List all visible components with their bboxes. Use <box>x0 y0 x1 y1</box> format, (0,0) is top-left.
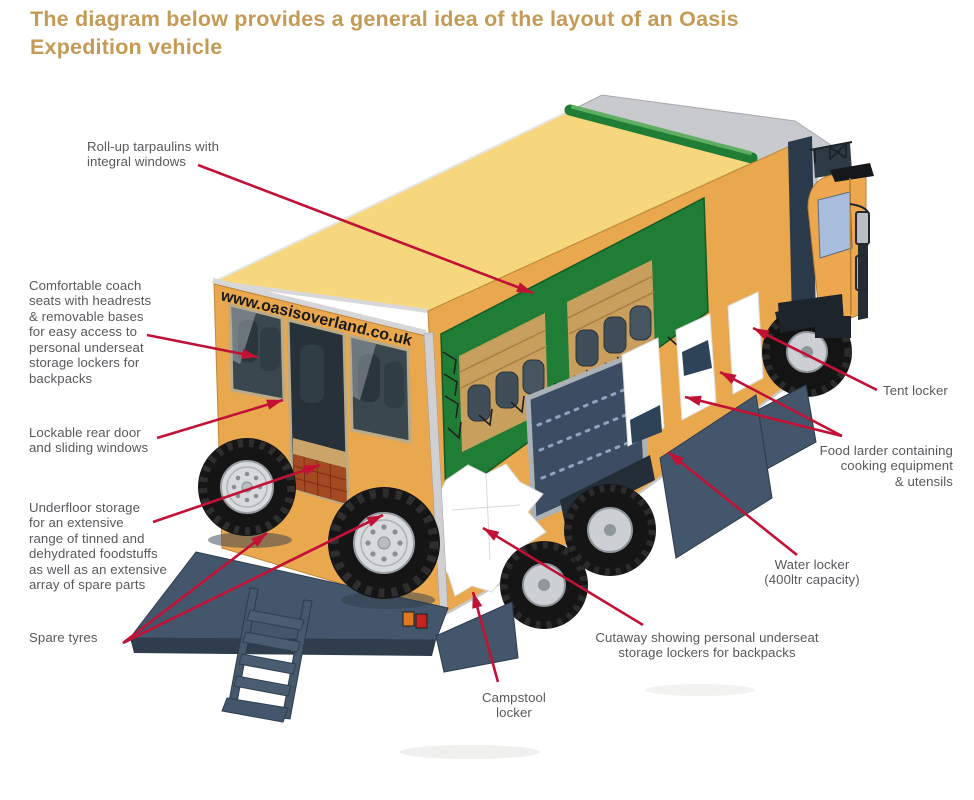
label-water-locker: Water locker (400ltr capacity) <box>764 557 860 588</box>
label-food-larder: Food larder containing cooking equipment… <box>819 443 953 489</box>
arrow-campstool-locker-head <box>472 592 483 609</box>
label-rear-door: Lockable rear door and sliding windows <box>29 425 149 456</box>
arrow-water-locker-head <box>668 452 684 467</box>
arrow-food-larder-2 <box>684 395 843 438</box>
roof-rack <box>809 141 853 163</box>
arrow-tent-locker-head <box>753 328 770 340</box>
arrow-spare-tyre-2-head <box>366 515 383 527</box>
cab-mirrors <box>849 203 870 291</box>
campstool-locker-flap <box>435 601 519 673</box>
rear-window-1 <box>228 303 286 402</box>
label-underfloor-storage: Underfloor storage for an extensive rang… <box>29 500 167 593</box>
arrow-water-locker <box>667 450 798 557</box>
arrow-tent-locker <box>752 326 878 392</box>
locker-openings <box>621 291 764 447</box>
label-cutaway: Cutaway showing personal underseat stora… <box>595 630 819 661</box>
truck-rear-panel: www.oasisoverland.co.uk <box>213 278 449 615</box>
road-wheel-rear-2 <box>564 484 656 576</box>
arrow-cutaway <box>482 526 644 627</box>
water-locker-flap <box>659 394 773 559</box>
arrow-food-larder-1-head <box>720 372 737 385</box>
arrow-spare-tyre-1 <box>122 531 268 645</box>
rear-window-2 <box>348 334 412 444</box>
road-wheel-rear-1 <box>500 541 588 629</box>
ground-shadow <box>400 684 755 759</box>
label-tent-locker: Tent locker <box>883 383 948 398</box>
arrow-underfloor-storage <box>152 463 321 524</box>
label-coach-seats: Comfortable coach seats with headrests &… <box>29 278 152 386</box>
access-ladder <box>221 587 313 723</box>
arrow-spare-tyre-1-head <box>251 533 267 547</box>
arrow-cutaway-head <box>483 528 500 541</box>
arrow-coach-seats-head <box>241 348 258 359</box>
spare-tyre-2 <box>328 487 440 609</box>
cab-side-window <box>817 191 853 259</box>
tarpaulin-window-band <box>440 196 709 504</box>
annotation-arrows <box>122 163 878 683</box>
tarpaulin-roller <box>564 104 758 164</box>
page-title: The diagram below provides a general ide… <box>30 7 739 59</box>
arrow-roll-up-tarpaulins-head <box>516 282 533 293</box>
tail-lights <box>402 611 428 629</box>
arrow-rear-door-head <box>266 399 283 410</box>
label-campstool-locker: Campstool locker <box>482 690 546 721</box>
front-mudguard <box>778 294 844 333</box>
arrow-roll-up-tarpaulins <box>197 163 534 295</box>
rear-door-opening <box>286 318 350 508</box>
label-spare-tyres: Spare tyres <box>29 630 98 645</box>
arrow-spare-tyre-2 <box>122 513 384 645</box>
arrow-rear-door <box>156 398 284 440</box>
cab-visor <box>830 163 874 182</box>
arrow-food-larder-1 <box>719 370 843 438</box>
spare-tyre-1 <box>198 438 296 548</box>
arrow-coach-seats <box>146 333 259 359</box>
arrow-food-larder-2-head <box>685 395 702 406</box>
arrow-underfloor-storage-head <box>303 465 320 476</box>
truck-side-panel <box>427 144 807 618</box>
truck-cab <box>778 136 874 338</box>
label-roll-up-tarpaulins: Roll-up tarpaulins with integral windows <box>87 139 220 170</box>
